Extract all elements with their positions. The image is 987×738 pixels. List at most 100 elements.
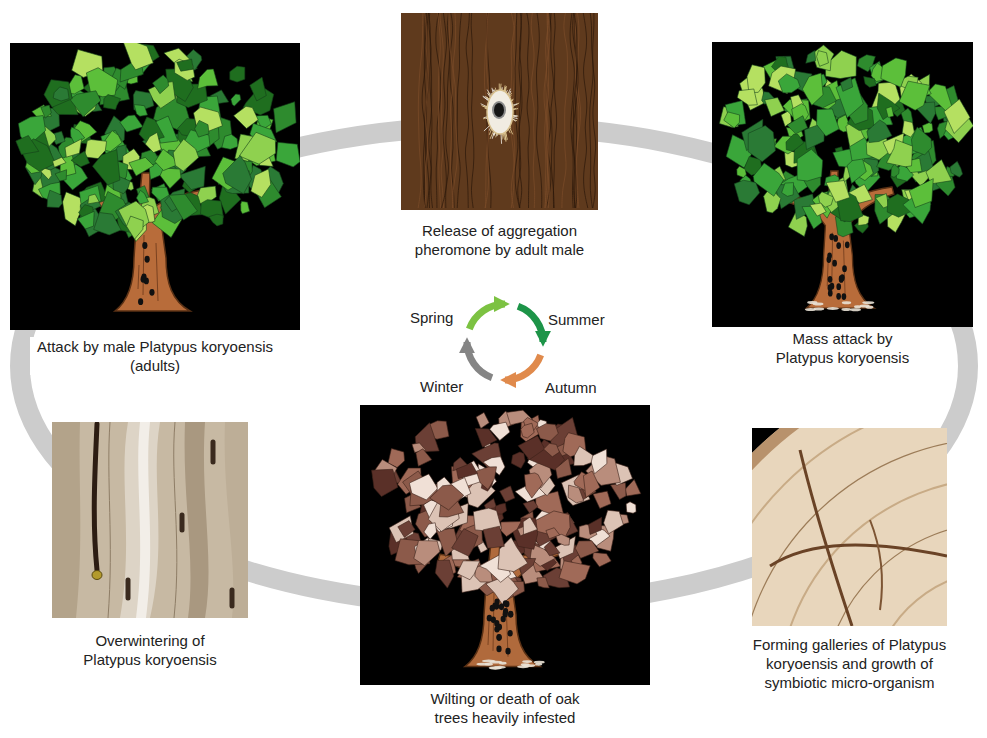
growth-ring [752, 438, 947, 626]
leaf [127, 216, 144, 239]
section-illustration [752, 428, 947, 626]
season-arrow [467, 342, 492, 378]
leaf [53, 157, 66, 167]
leaf [129, 157, 154, 176]
stage-caption: Overwintering of Platypus koryoensis [75, 631, 225, 669]
leaf [748, 126, 775, 162]
leaf [524, 473, 542, 498]
wood-grain [120, 422, 160, 618]
gallery-tunnel [94, 424, 97, 570]
leaf [276, 142, 300, 167]
leaf [209, 214, 223, 226]
frass [841, 308, 851, 311]
leaf [604, 510, 624, 534]
bark-grain-line [518, 13, 522, 208]
leaf [887, 140, 913, 167]
leaf [817, 51, 829, 67]
leaf [88, 194, 99, 204]
leaf [593, 552, 611, 566]
leaf [153, 75, 169, 94]
leaf [251, 169, 271, 198]
entry-hole [829, 233, 834, 240]
entry-hole [836, 293, 841, 300]
entry-hole [497, 634, 502, 641]
bark-grain-line [457, 13, 462, 208]
leaf [802, 73, 823, 105]
entry-hole [828, 290, 833, 297]
leaf [41, 105, 52, 118]
leaf [195, 120, 209, 137]
tree-crown [16, 43, 300, 242]
leaf [430, 485, 464, 510]
tree-crown [372, 410, 641, 604]
leaf [891, 164, 899, 178]
log-section [752, 428, 947, 626]
leaf [556, 534, 570, 545]
bark-grain-line [428, 13, 433, 208]
leaf [537, 424, 559, 441]
leaf [583, 471, 600, 498]
leaf [911, 127, 931, 155]
leaf [456, 463, 477, 479]
leaf [556, 458, 572, 478]
leaf [490, 422, 510, 440]
leaf [77, 211, 94, 229]
leaf [476, 412, 489, 428]
stage-panel: Wilting or death of oak trees heavily in… [360, 405, 650, 729]
leaf [47, 190, 62, 207]
tree-figure [16, 43, 300, 311]
leaf [806, 51, 816, 64]
frass [850, 308, 861, 311]
tree-illustration [712, 42, 973, 327]
bark-grain-line [526, 13, 530, 208]
entry-hole [496, 646, 501, 653]
leaf [173, 139, 199, 171]
entry-hole [142, 242, 147, 249]
leaf [950, 161, 963, 177]
tree-trunk [438, 532, 562, 667]
leaf [840, 77, 852, 91]
leaf [239, 132, 275, 164]
entry-hole [501, 616, 506, 623]
leaf [222, 134, 238, 149]
wood-illustration [52, 422, 248, 618]
season-label: Summer [548, 311, 605, 329]
bark-band [752, 428, 947, 626]
gallery-tunnel [126, 580, 131, 598]
season-label: Winter [420, 378, 463, 396]
leaf [435, 560, 454, 588]
entry-hole [842, 293, 847, 300]
growth-ring [822, 522, 947, 626]
leaf [826, 181, 850, 203]
leaf [765, 98, 785, 117]
bark-grain-line [436, 13, 441, 208]
leaf [241, 201, 250, 213]
leaf [250, 77, 266, 101]
bark-grain-line [437, 13, 441, 208]
stage-caption: Release of aggregation pheromone by adul… [405, 221, 595, 259]
leaf [944, 99, 970, 133]
bark-grain-line [593, 13, 596, 208]
entry-hole [827, 252, 832, 259]
entry-hole [836, 283, 841, 290]
leaf [70, 91, 101, 117]
entry-hole [830, 283, 835, 290]
leaf [886, 106, 894, 117]
leaf [16, 136, 39, 155]
leaf [523, 501, 538, 514]
leaf [734, 180, 759, 205]
stage-caption: Forming galleries of Platypus koryoensis… [742, 635, 957, 692]
leaf [521, 423, 534, 438]
bark-grain-line [519, 13, 522, 208]
bark-grain-line [531, 13, 534, 208]
frass [813, 308, 824, 311]
stage-panel: Release of aggregation pheromone by adul… [401, 13, 598, 261]
panel-ground [712, 42, 973, 327]
leaf [737, 89, 757, 105]
leaf [93, 150, 120, 185]
leaf [922, 123, 932, 133]
entry-hole [828, 276, 833, 283]
leaf [198, 69, 218, 89]
frass [489, 666, 503, 669]
leaf [94, 213, 121, 235]
